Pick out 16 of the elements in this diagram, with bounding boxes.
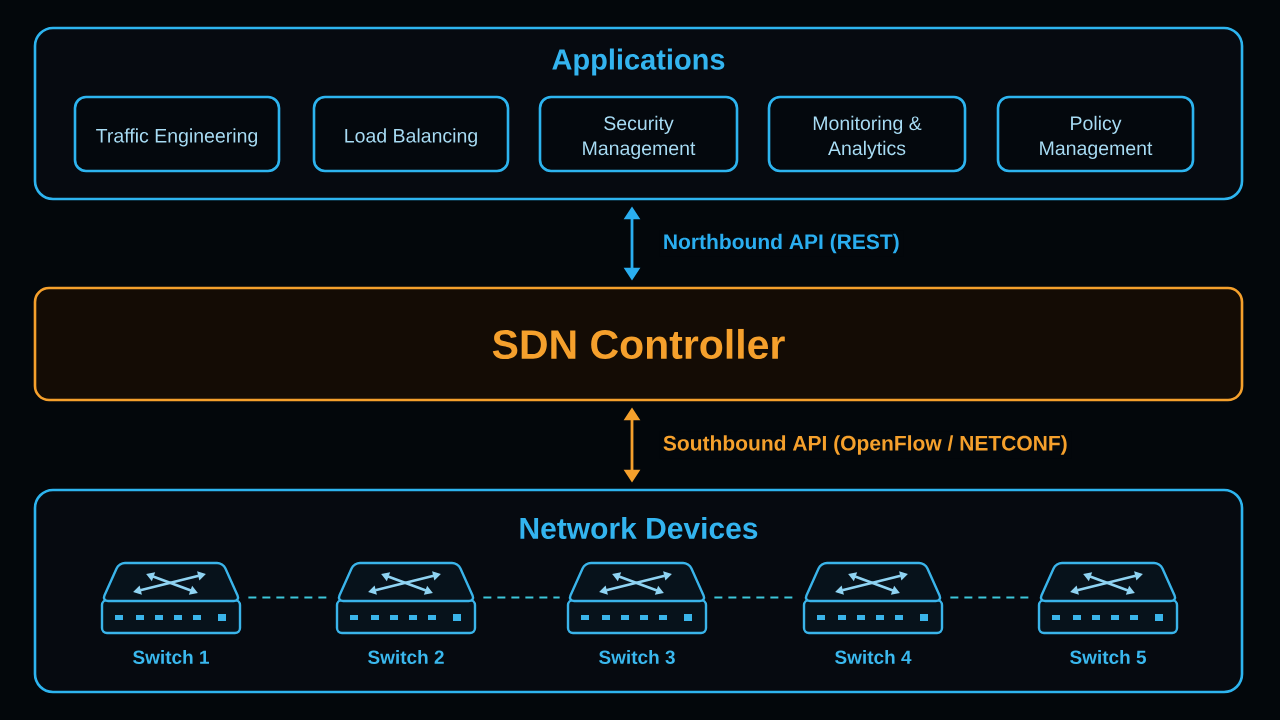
module-box: Traffic Engineering xyxy=(73,95,281,173)
edge-label: Northbound API (REST) xyxy=(659,230,904,257)
dashed-line xyxy=(483,596,560,599)
module-box: Policy Management xyxy=(996,95,1195,173)
device-label: Switch 3 xyxy=(599,650,675,664)
device-label: Switch 1 xyxy=(133,650,209,664)
dashed-line xyxy=(248,596,329,599)
layer-band: SDN Controller xyxy=(33,286,1244,402)
module-box: Monitoring & Analytics xyxy=(767,95,967,173)
module-box: Load Balancing xyxy=(312,95,510,173)
dashed-line xyxy=(950,596,1031,599)
device-label: Switch 5 xyxy=(1070,650,1146,664)
edge-label: Southbound API (OpenFlow / NETCONF) xyxy=(659,431,1072,459)
module-box: Security Management xyxy=(538,95,739,173)
device-label: Switch 4 xyxy=(835,650,912,664)
device-label: Switch 2 xyxy=(368,650,444,664)
